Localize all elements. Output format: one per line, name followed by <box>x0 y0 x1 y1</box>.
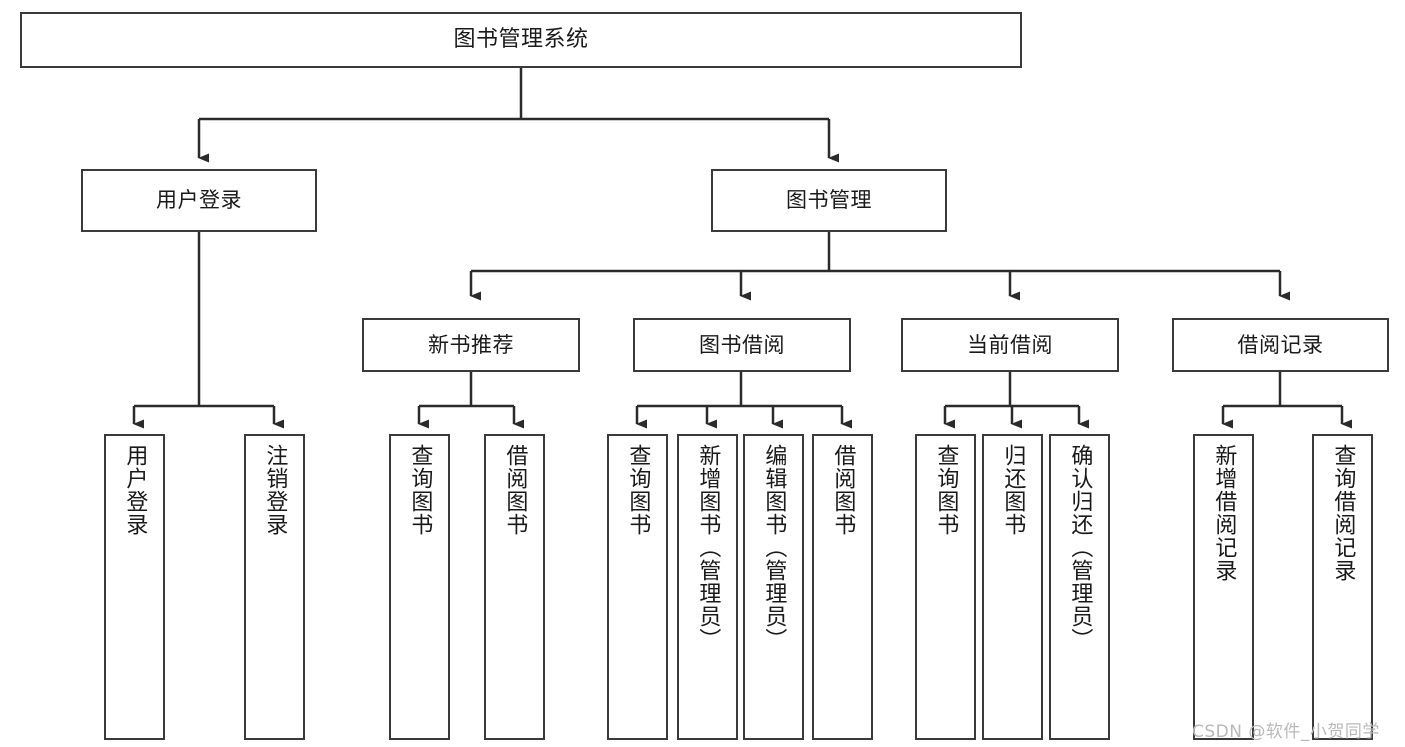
node-leaf-return-book[interactable]: 归还图书 <box>982 434 1043 740</box>
node-leaf-user-logout-label: 注销登录 <box>262 444 288 536</box>
node-leaf-confirm-return-label: 确认归还（管理员） <box>1067 444 1093 651</box>
node-leaf-borrow-book-2[interactable]: 借阅图书 <box>812 434 873 740</box>
node-leaf-borrow-book-1[interactable]: 借阅图书 <box>484 434 545 740</box>
node-borrow-record-label: 借阅记录 <box>1237 332 1324 357</box>
node-leaf-query-book-2-label: 查询图书 <box>625 444 651 536</box>
node-leaf-borrow-book-1-label: 借阅图书 <box>502 444 528 536</box>
node-leaf-edit-book[interactable]: 编辑图书（管理员） <box>743 434 804 740</box>
node-book-borrow[interactable]: 图书借阅 <box>633 318 851 372</box>
node-root[interactable]: 图书管理系统 <box>20 12 1022 68</box>
node-leaf-add-book-label: 新增图书（管理员） <box>695 444 721 651</box>
node-leaf-query-book-3-label: 查询图书 <box>933 444 959 536</box>
node-leaf-query-book-2[interactable]: 查询图书 <box>607 434 668 740</box>
node-leaf-borrow-book-2-label: 借阅图书 <box>830 444 856 536</box>
node-leaf-user-login-label: 用户登录 <box>122 444 148 536</box>
node-leaf-add-record-label: 新增借阅记录 <box>1211 444 1237 582</box>
node-borrow-record[interactable]: 借阅记录 <box>1172 318 1389 372</box>
node-leaf-return-book-label: 归还图书 <box>1000 444 1026 536</box>
node-leaf-edit-book-label: 编辑图书（管理员） <box>761 444 787 651</box>
node-leaf-query-record-label: 查询借阅记录 <box>1330 444 1356 582</box>
node-book-manage[interactable]: 图书管理 <box>711 169 947 232</box>
node-book-borrow-label: 图书借阅 <box>699 332 785 357</box>
node-new-book-recommend[interactable]: 新书推荐 <box>362 318 580 372</box>
node-user-login-label: 用户登录 <box>156 188 242 213</box>
node-leaf-query-book-1[interactable]: 查询图书 <box>389 434 450 740</box>
node-leaf-confirm-return[interactable]: 确认归还（管理员） <box>1049 434 1110 740</box>
node-new-book-recommend-label: 新书推荐 <box>428 332 514 357</box>
csdn-watermark: CSDN @软件_小贺同学 <box>1192 722 1380 742</box>
node-book-manage-label: 图书管理 <box>786 188 872 213</box>
node-current-borrow[interactable]: 当前借阅 <box>901 318 1119 372</box>
node-leaf-user-login[interactable]: 用户登录 <box>104 434 165 740</box>
node-user-login[interactable]: 用户登录 <box>81 169 317 232</box>
node-leaf-query-book-3[interactable]: 查询图书 <box>915 434 976 740</box>
node-current-borrow-label: 当前借阅 <box>967 332 1053 357</box>
node-root-label: 图书管理系统 <box>453 26 589 52</box>
node-leaf-user-logout[interactable]: 注销登录 <box>244 434 305 740</box>
node-leaf-add-book[interactable]: 新增图书（管理员） <box>677 434 738 740</box>
node-leaf-query-record[interactable]: 查询借阅记录 <box>1312 434 1373 740</box>
node-leaf-query-book-1-label: 查询图书 <box>407 444 433 536</box>
node-leaf-add-record[interactable]: 新增借阅记录 <box>1193 434 1254 740</box>
